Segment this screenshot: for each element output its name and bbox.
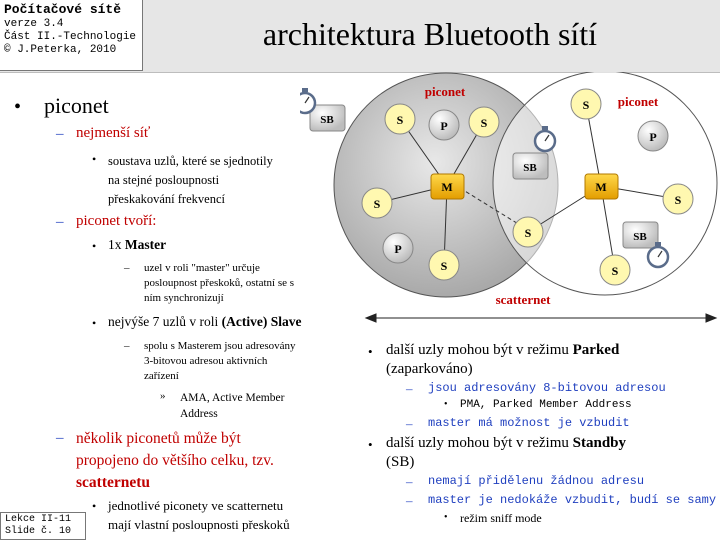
scatternet-join: několik piconetů může být propojeno do v…: [76, 430, 274, 491]
slave-node-label: S: [441, 259, 448, 273]
stopwatch-icon: [300, 88, 317, 115]
bullet-mark: •: [368, 437, 373, 452]
parked-node: [637, 120, 669, 152]
piconet-left-label: piconet: [425, 84, 466, 99]
parked-node: [382, 232, 414, 264]
smallest-description: soustava uzlů, které se sjednotily na st…: [108, 154, 273, 206]
standby-node: [512, 152, 549, 180]
slave-node: [428, 249, 460, 281]
bluetooth-diagram: S P S S P S M S P S S S M SB SB SB picon…: [300, 72, 718, 323]
pma-description: PMA, Parked Member Address: [460, 399, 632, 411]
parked-item: další uzly mohou být v režimu Parked (za…: [386, 342, 620, 377]
standby-no-address: nemají přidělenu žádnou adresu: [428, 474, 645, 488]
bullet-mark: •: [368, 344, 373, 359]
standby-node-label: SB: [633, 231, 647, 243]
piconet-heading: piconet: [44, 93, 109, 118]
hop-description: jednotlivé piconety ve scatternetu mají …: [108, 498, 290, 532]
dash-mark: –: [56, 126, 64, 142]
course-info-box: Počítačové sítě verze 3.4 Část II.-Techn…: [0, 0, 143, 71]
scatternet-label: scatternet: [496, 292, 552, 307]
course-version: verze 3.4: [4, 18, 64, 30]
dash-mark: –: [56, 430, 64, 446]
standby-item: další uzly mohou být v režimu Standby (S…: [386, 435, 627, 470]
standby-wake: master je nedokáže vzbudit, budí se samy: [428, 493, 717, 507]
standby-node-label: SB: [523, 162, 537, 174]
master-node-label: M: [595, 180, 606, 194]
slave-node-label: S: [583, 98, 590, 112]
dash-mark: –: [406, 474, 413, 489]
parked-node-label: P: [440, 119, 447, 133]
bullet-mark: •: [92, 499, 97, 513]
slide-footer: Lekce II-11 Slide č. 10: [0, 512, 86, 540]
slave-node: [599, 254, 631, 286]
dash-mark: –: [124, 262, 130, 274]
slide-title: architektura Bluetooth sítí: [262, 16, 598, 52]
scatternet-span-arrow: [364, 313, 718, 323]
slave-node: [468, 106, 500, 138]
slave-node-label: S: [612, 264, 619, 278]
dash-mark: –: [406, 493, 413, 508]
dash-mark: –: [124, 340, 130, 352]
parked-address: jsou adresovány 8-bitovou adresou: [428, 381, 666, 395]
course-copyright: © J.Peterka, 2010: [4, 44, 117, 56]
piconet-formed: piconet tvoří:: [76, 213, 157, 229]
slide-number: Slide č. 10: [5, 526, 72, 537]
standby-node: [309, 104, 346, 132]
dash-mark: –: [406, 381, 413, 396]
stopwatch-icon: [646, 242, 670, 269]
slave-node: [384, 103, 416, 135]
bullet-mark: •: [92, 152, 97, 166]
course-title: Počítačové sítě: [4, 2, 122, 17]
piconet-right-label: piconet: [618, 94, 659, 109]
ama-description: AMA, Active Member Address: [180, 392, 285, 420]
bullet-mark: •: [92, 316, 97, 330]
parked-wake: master má možnost je vzbudit: [428, 416, 630, 430]
slave-node-label: S: [374, 197, 381, 211]
standby-node: [622, 221, 659, 249]
slave-node-label: S: [525, 226, 532, 240]
standby-node-label: SB: [320, 114, 334, 126]
smallest-network: nejmenší síť: [76, 125, 151, 141]
slave-node-label: S: [675, 193, 682, 207]
master-node: [584, 173, 619, 200]
sniff-mode: režim sniff mode: [460, 511, 542, 525]
bullet-mark: •: [14, 96, 22, 118]
slave-node-label: S: [397, 113, 404, 127]
bridge-slave-node: [512, 216, 544, 248]
master-item: 1x Master: [108, 237, 167, 252]
slave-item: nejvýše 7 uzlů v roli (Active) Slave: [108, 314, 302, 329]
bullet-mark: •: [444, 399, 448, 410]
bullet-mark: •: [444, 512, 448, 523]
slave-node: [570, 88, 602, 120]
master-description: uzel v roli "master" určuje posloupnost …: [144, 262, 295, 304]
parked-node-label: P: [649, 130, 656, 144]
master-node-label: M: [441, 180, 452, 194]
course-part: Část II.-Technologie: [4, 31, 137, 43]
stopwatch-icon: [533, 126, 557, 153]
slave-node: [361, 187, 393, 219]
master-node: [430, 173, 465, 200]
lecture-number: Lekce II-11: [5, 514, 72, 525]
parked-node-label: P: [394, 242, 401, 256]
bullet-mark: •: [92, 239, 97, 253]
ama-mark: »: [160, 390, 166, 402]
parked-node: [428, 109, 460, 141]
slave-description: spolu s Masterem jsou adresovány 3-bitov…: [144, 340, 296, 382]
slave-node: [662, 183, 694, 215]
slave-node-label: S: [481, 116, 488, 130]
dash-mark: –: [406, 416, 413, 431]
dash-mark: –: [56, 214, 64, 230]
